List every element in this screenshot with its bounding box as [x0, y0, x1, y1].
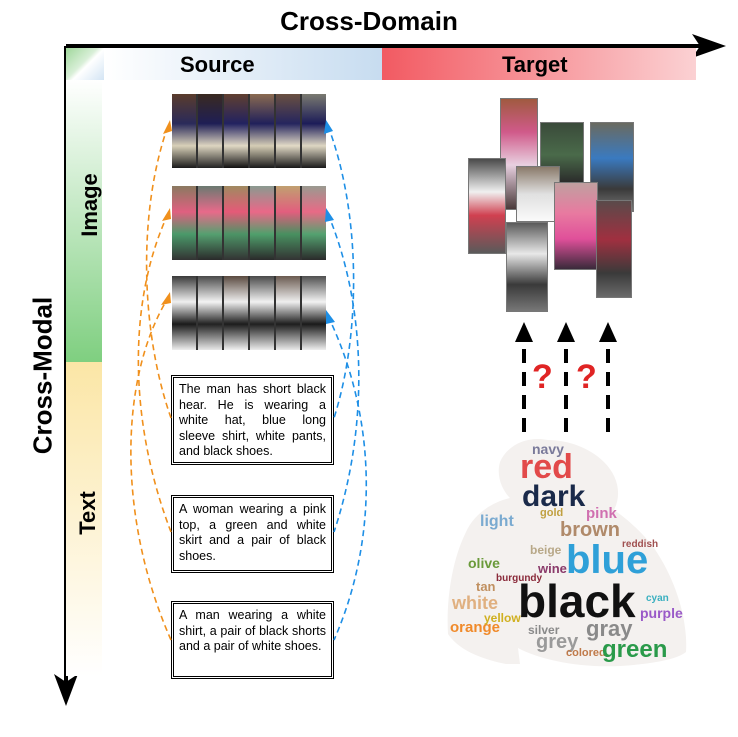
unknown-attribute-mark-2: ? [576, 358, 597, 396]
wc-word-grey: grey [536, 631, 579, 653]
wc-word-black: black [518, 575, 636, 627]
wc-word-purple: purple [640, 605, 683, 621]
target-image-4 [468, 158, 506, 254]
target-image-7 [596, 200, 632, 298]
corner-band [66, 48, 104, 80]
wc-word-light: light [480, 513, 514, 530]
wc-word-colored: colored [566, 647, 606, 659]
wc-word-yellow: yellow [484, 611, 521, 625]
source-image-strip-2 [172, 186, 326, 260]
wc-word-wine: wine [538, 561, 567, 576]
wc-word-blue: blue [566, 538, 649, 582]
wc-word-dark: dark [522, 480, 586, 513]
target-label: Target [502, 52, 568, 77]
unknown-attribute-mark-1: ? [532, 358, 553, 396]
source-image-strip-1 [172, 94, 326, 168]
wc-word-orange: orange [450, 619, 501, 636]
wc-word-silver: silver [528, 623, 560, 637]
wc-word-pink: pink [586, 505, 617, 522]
wc-word-olive: olive [468, 555, 500, 571]
source-caption-2: A woman wearing a pink top, a green and … [171, 495, 334, 573]
wc-word-cyan: cyan [646, 593, 669, 604]
text-band [66, 362, 102, 676]
wc-word-navy: navy [532, 441, 564, 457]
wc-word-green: green [602, 636, 668, 663]
wc-word-white: white [452, 593, 499, 613]
source-label: Source [180, 52, 255, 77]
target-band [382, 48, 696, 80]
wc-word-red: red [520, 448, 573, 486]
wc-word-gold: gold [540, 507, 564, 519]
wc-word-gray: gray [586, 616, 633, 641]
source-caption-3: A man wearing a white shirt, a pair of b… [171, 601, 334, 679]
source-band [104, 48, 382, 80]
target-image-8 [506, 222, 548, 312]
source-caption-1: The man has short black hear. He is wear… [171, 375, 334, 465]
wc-word-reddish: reddish [622, 539, 659, 550]
wc-word-beige: beige [530, 543, 562, 557]
wc-word-tan: tan [476, 579, 496, 594]
wc-word-burgundy: burgundy [496, 573, 543, 584]
word-cloud: navy red dark pink gold light brown redd… [440, 436, 690, 670]
cross-domain-axis-label: Cross-Domain [280, 6, 458, 36]
source-image-strip-3 [172, 276, 326, 350]
wc-word-brown: brown [560, 519, 620, 541]
image-band [66, 80, 102, 362]
